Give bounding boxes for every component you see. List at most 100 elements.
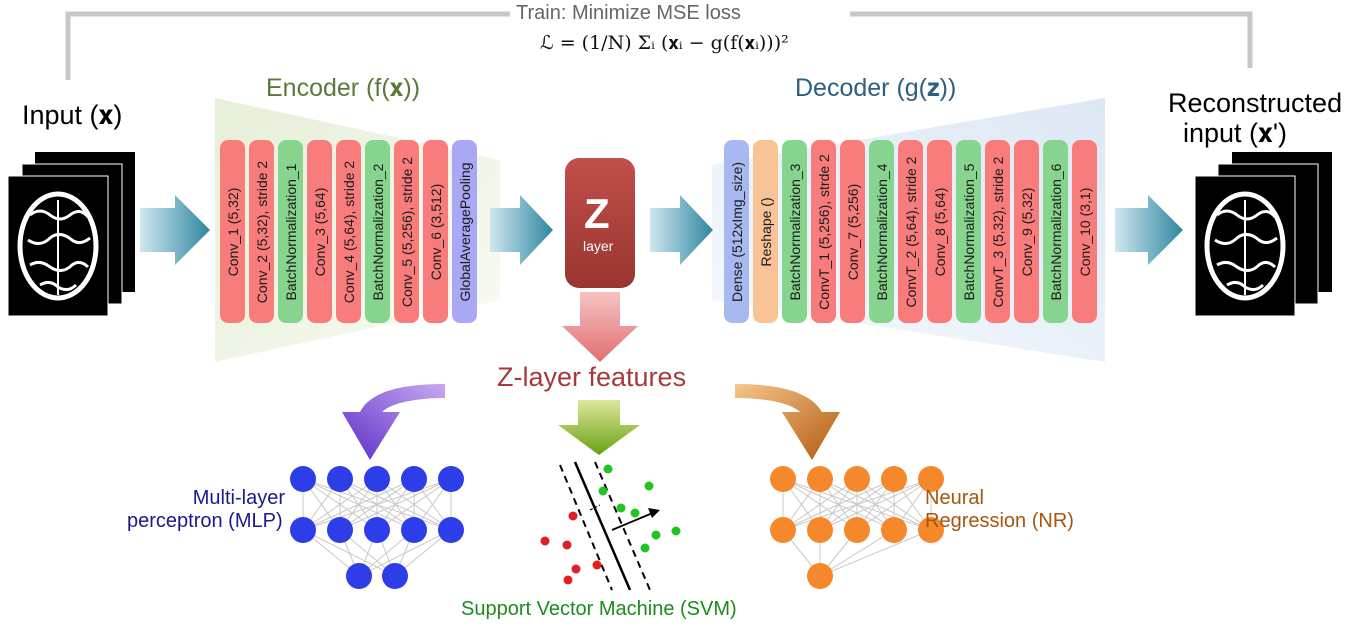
decoder-layer-1: Dense (512xImg_size) [724,140,749,323]
nr-node [881,466,907,492]
nr-network [770,466,944,589]
layer-label: BatchNormalization_4 [873,163,890,300]
mlp-node [382,563,408,589]
z-block [565,158,635,288]
layer-label: BatchNormalization_1 [282,163,299,300]
mlp-node [290,466,316,492]
mlp-node [364,517,390,543]
zfeatures-label: Z-layer features [497,362,687,392]
nr-label-1: Neural [925,487,984,509]
nr-edge [819,478,932,531]
encoder-layer-4: Conv_3 (5,64) [307,140,332,323]
layer-label: Conv_7 (5,256) [844,183,861,280]
nr-edge [819,529,932,577]
encoder-layer-2: Conv_2 (5,32), stride 2 [249,140,274,323]
decoder-layer-3: BatchNormalization_3 [782,140,807,323]
decoder-layer-4: ConvT_1 (5,256), strde 2 [811,140,836,323]
encoder-layer-8: Conv_6 (3,512) [423,140,448,323]
reconstructed-label-1: Reconstructed [1168,88,1343,118]
mlp-node [290,517,316,543]
decoder-layer-5: Conv_7 (5,256) [840,140,865,323]
nr-node [844,517,870,543]
decoder-layer-12: BatchNormalization_6 [1043,140,1068,323]
layer-label: Conv_9 (5,32) [1018,187,1035,276]
layer-label: BatchNormalization_3 [786,163,803,300]
decoder-layer-9: BatchNormalization_5 [956,140,981,323]
svm-plot [540,461,681,591]
mlp-node [327,466,353,492]
nr-edge [856,478,932,531]
mlp-node [438,517,464,543]
arrow-encoder-z [490,195,553,265]
layer-label: ConvT_2 (5,64), stride 2 [902,156,919,307]
decoder-layer-13: Conv_10 (3,1) [1072,140,1097,323]
layer-label: Conv_4 (5,64), stride 2 [340,160,357,303]
mlp-node [401,466,427,492]
decoder-layer-6: BatchNormalization_4 [869,140,894,323]
mlp-edge [376,478,452,531]
nr-node [807,466,833,492]
nr-edge [782,478,932,531]
encoder-layer-9: GlobalAveragePooling [452,140,477,323]
layer-label: Dense (512xImg_size) [728,161,745,302]
layer-label: ConvT_1 (5,256), strde 2 [815,153,832,310]
mlp-label-2: perceptron (MLP) [127,510,283,532]
encoder-layer-1: Conv_1 (5,32) [220,140,245,323]
layer-label: Conv_2 (5,32), stride 2 [253,160,270,303]
svm-label: Support Vector Machine (SVM) [461,598,737,620]
nr-node [918,466,944,492]
mlp-label-1: Multi-layer [192,487,285,509]
layer-label: Conv_5 (5,256), stride 2 [398,156,415,307]
nr-edge [782,478,858,531]
loss-formula: ℒ = (1/N) Σᵢ (𝐱ᵢ − g(f(𝐱ᵢ)))² [540,32,789,54]
layer-label: Conv_1 (5,32) [224,187,241,276]
nr-curved-arrow [735,384,840,460]
arrow-input-encoder [140,195,210,265]
decoder-layer-8: Conv_8 (5,64) [927,140,952,323]
mlp-node [401,517,427,543]
mlp-edge [302,478,378,531]
nr-node [770,517,796,543]
decoder-layer-2: Reshape () [753,140,778,323]
mlp-network [290,466,464,589]
nr-label-2: Regression (NR) [925,510,1074,532]
reconstructed-label-2: input (𝐱') [1183,118,1288,148]
nr-node [844,466,870,492]
z-letter: Z [584,190,610,237]
train-bracket-right [850,11,1253,68]
decoder-layer-11: Conv_9 (5,32) [1014,140,1039,323]
layer-label: Conv_6 (3,512) [427,183,444,280]
nr-node [770,466,796,492]
mlp-edge [302,478,415,531]
decoder-label: Decoder (g(𝐳)) [795,74,957,102]
layer-label: ConvT_3 (5,32), stride 2 [989,156,1006,307]
layer-label: Reshape () [757,196,774,267]
nr-edge [819,529,895,577]
svm-down-arrow [558,400,640,455]
encoder-label: Encoder (f(𝐱)) [266,74,421,102]
z-sub: layer [583,238,614,254]
nr-edge [782,478,895,531]
nr-node [918,517,944,543]
layer-label: BatchNormalization_5 [960,163,977,300]
mlp-edge [302,478,452,531]
nr-node [807,517,833,543]
decoder-layer-10: ConvT_3 (5,32), stride 2 [985,140,1010,323]
arrow-decoder-output [1115,195,1183,265]
layer-label: GlobalAveragePooling [456,161,473,302]
mlp-node [346,563,372,589]
nr-node [881,517,907,543]
encoder-layer-7: Conv_5 (5,256), stride 2 [394,140,419,323]
mlp-node [327,517,353,543]
decoder-layer-7: ConvT_2 (5,64), stride 2 [898,140,923,323]
train-bracket-left [65,11,510,80]
mlp-curved-arrow [342,384,445,460]
train-label: Train: Minimize MSE loss [512,2,745,25]
nr-node [807,563,833,589]
layer-label: Conv_3 (5,64) [311,187,328,276]
input-label: Input (𝐱) [22,100,123,130]
arrow-z-decoder [650,195,713,265]
layer-label: BatchNormalization_2 [369,163,386,300]
